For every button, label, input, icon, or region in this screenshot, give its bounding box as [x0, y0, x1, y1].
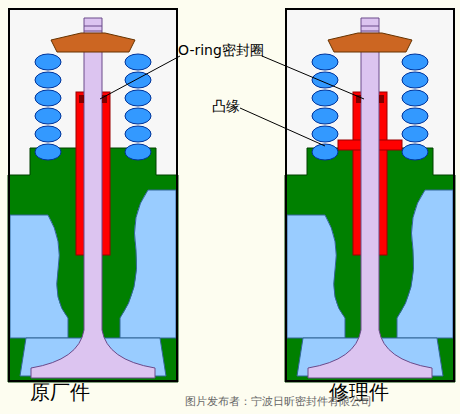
spring-coil [402, 54, 428, 70]
spring-coil [125, 54, 151, 70]
o-ring [79, 95, 84, 103]
part-panel: 修理件 [285, 8, 455, 382]
stem-groove [361, 31, 379, 32]
spring-coil [312, 54, 338, 70]
spring-coil [312, 144, 338, 160]
part-label: 凸缘 [212, 98, 240, 116]
stem-groove [84, 31, 102, 32]
o-ring [379, 95, 384, 103]
spring-coil [312, 126, 338, 142]
panel-caption: 原厂件 [30, 380, 90, 404]
spring-coil [125, 126, 151, 142]
spring-retainer [328, 33, 412, 52]
spring-coil [402, 108, 428, 124]
leader-line [240, 108, 325, 146]
leader-line [100, 56, 180, 99]
stem-groove [84, 26, 102, 27]
part-panel: 原厂件 [8, 8, 178, 382]
spring-coil [35, 144, 61, 160]
spring-coil [402, 144, 428, 160]
spring-coil [35, 54, 61, 70]
part-label: O-ring密封圈 [178, 42, 264, 60]
spring-coil [125, 72, 151, 88]
spring-coil [312, 108, 338, 124]
leader-line [262, 56, 364, 99]
valve [308, 18, 432, 378]
spring-coil [312, 90, 338, 106]
water-jacket [120, 190, 176, 338]
spring-coil [35, 72, 61, 88]
panel-background [285, 8, 455, 382]
spring-coil [125, 90, 151, 106]
watermark: 图片发布者：宁波日昕密封件有限公司 [185, 394, 372, 409]
spring-coil [402, 90, 428, 106]
spring-retainer [51, 33, 135, 52]
spring-coil [312, 72, 338, 88]
water-jacket [10, 215, 68, 338]
spring-coil [35, 126, 61, 142]
valve-panel [8, 8, 178, 382]
spring-coil [402, 126, 428, 142]
water-jacket [397, 190, 453, 338]
valve-panel [285, 8, 455, 382]
spring-coil [35, 108, 61, 124]
leader-lines [100, 56, 364, 146]
valve [31, 18, 155, 378]
spring-coil [125, 144, 151, 160]
stem-groove [361, 26, 379, 27]
spring-coil [402, 72, 428, 88]
spring-coil [35, 90, 61, 106]
panel-background [8, 8, 178, 382]
spring-coil [125, 108, 151, 124]
water-jacket [287, 215, 345, 338]
